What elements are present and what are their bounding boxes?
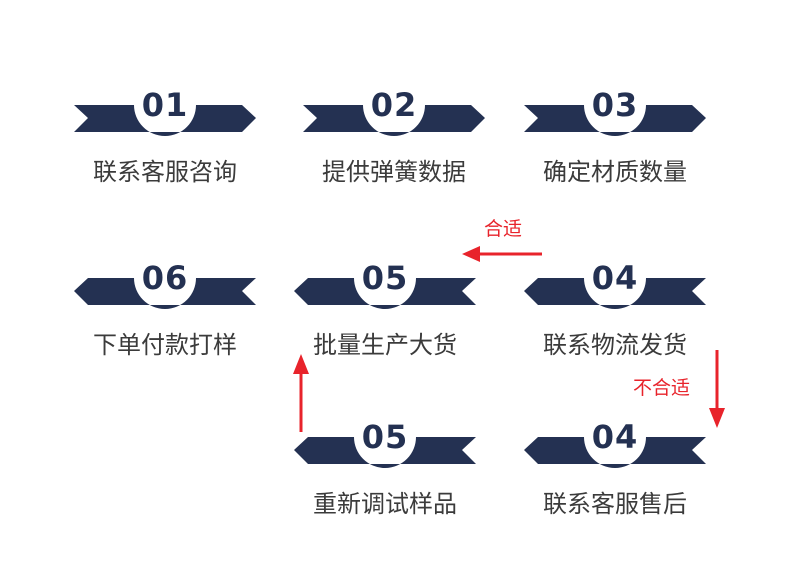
step-06: 06 下单付款打样 <box>74 249 256 359</box>
step-number: 01 <box>141 86 189 124</box>
step-label: 联系物流发货 <box>543 331 687 359</box>
arrow-up-icon <box>293 354 309 432</box>
step-03: 03 确定材质数量 <box>524 76 706 186</box>
step-05-retest: 05 重新调试样品 <box>294 408 476 518</box>
suitable-label: 合适 <box>484 218 523 240</box>
step-label: 确定材质数量 <box>543 158 687 186</box>
step-number: 05 <box>361 259 409 297</box>
arrow-left-icon <box>462 246 542 262</box>
banner-left-icon <box>74 278 256 309</box>
step-01: 01 联系客服咨询 <box>74 76 256 186</box>
step-label: 提供弹簧数据 <box>322 158 466 186</box>
step-number: 04 <box>591 259 639 297</box>
step-number: 03 <box>591 86 639 124</box>
banner-left-icon <box>294 278 476 309</box>
banner-right-icon <box>74 105 256 136</box>
step-number: 06 <box>141 259 189 297</box>
banner-left-icon <box>524 437 706 468</box>
not-suitable-label: 不合适 <box>633 377 691 399</box>
step-04-aftersales: 04 联系客服售后 <box>524 408 706 518</box>
step-label: 重新调试样品 <box>313 490 457 518</box>
step-label: 联系客服咨询 <box>93 158 237 186</box>
banner-right-icon <box>303 105 485 136</box>
step-label: 下单付款打样 <box>93 331 237 359</box>
banner-left-icon <box>294 437 476 468</box>
step-number: 05 <box>361 418 409 456</box>
arrow-down-icon <box>709 350 725 428</box>
step-number: 04 <box>591 418 639 456</box>
banner-right-icon <box>524 105 706 136</box>
step-label: 联系客服售后 <box>543 490 687 518</box>
step-05-mass: 05 批量生产大货 <box>294 249 476 359</box>
step-04-ship: 04 联系物流发货 <box>524 249 706 359</box>
banner-left-icon <box>524 278 706 309</box>
step-02: 02 提供弹簧数据 <box>303 76 485 186</box>
step-number: 02 <box>370 86 418 124</box>
step-label: 批量生产大货 <box>313 331 457 359</box>
